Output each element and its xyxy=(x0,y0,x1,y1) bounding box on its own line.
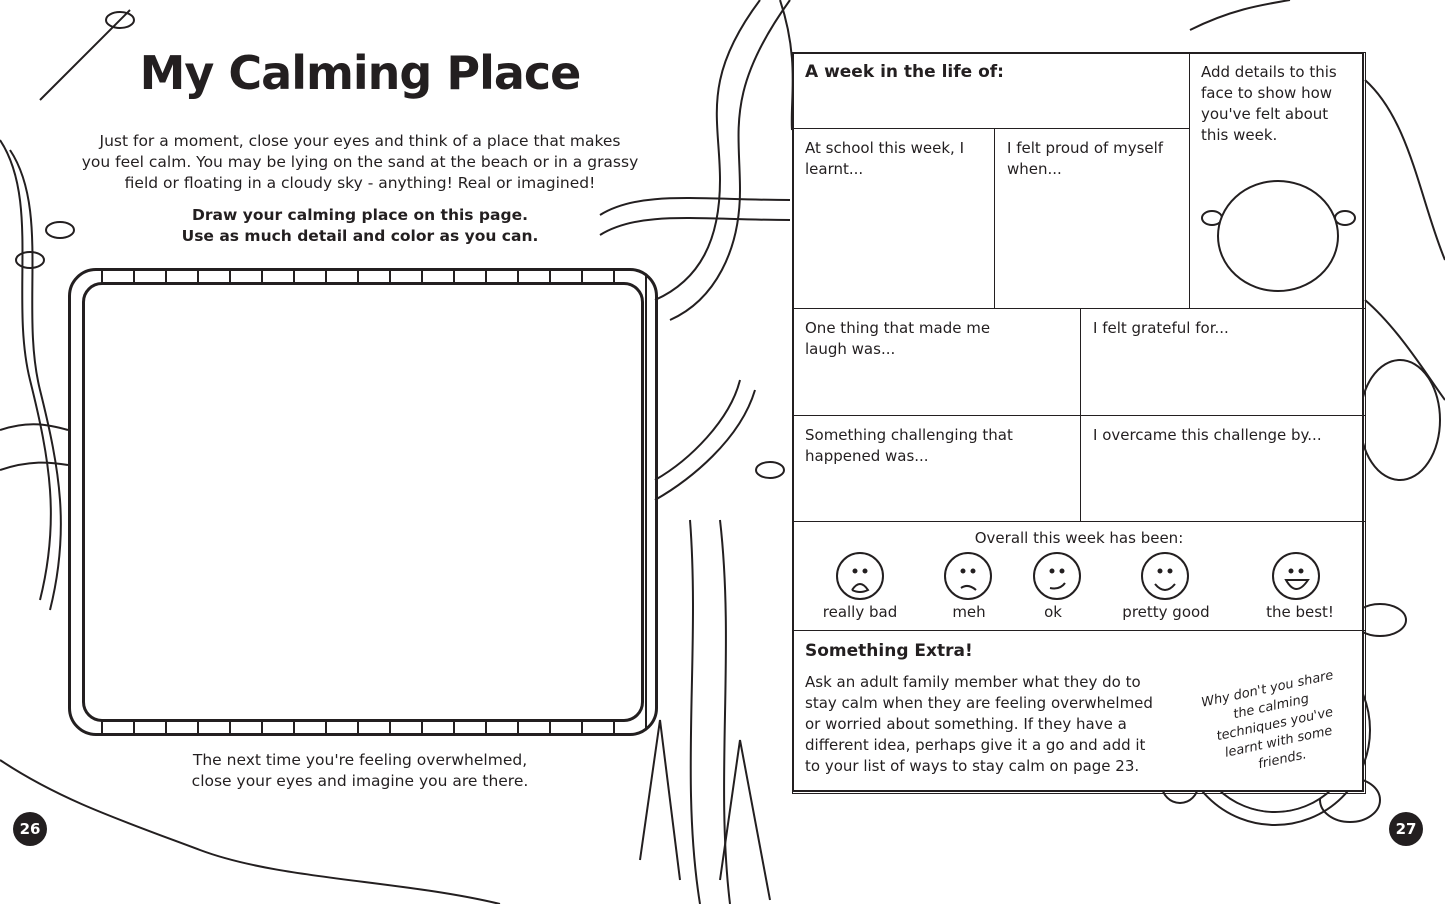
laugh-cell[interactable]: One thing that made me laugh was... xyxy=(792,308,1081,416)
blank-face-icon xyxy=(1201,180,1356,292)
intro-line: field or floating in a cloudy sky - anyt… xyxy=(124,174,596,192)
intro-line: you feel calm. You may be lying on the s… xyxy=(81,153,639,171)
mood-label-really-bad[interactable]: really bad xyxy=(822,603,898,621)
grateful-cell[interactable]: I felt grateful for... xyxy=(1080,308,1366,416)
challenge-cell[interactable]: Something challenging that happened was.… xyxy=(792,415,1081,522)
page-number-right: 27 xyxy=(1389,812,1423,846)
outro-line: close your eyes and imagine you are ther… xyxy=(191,772,529,790)
face-cell[interactable]: Add details to this face to show how you… xyxy=(1189,52,1366,309)
mood-label-ok[interactable]: ok xyxy=(1044,603,1062,621)
page-number-left: 26 xyxy=(13,812,47,846)
page-title: My Calming Place xyxy=(139,46,582,100)
something-extra-cell: Something Extra! Ask an adult family mem… xyxy=(792,630,1366,794)
instruction-line: Use as much detail and color as you can. xyxy=(181,227,539,245)
proud-cell[interactable]: I felt proud of myself when... xyxy=(994,128,1190,309)
outro-text: The next time you're feeling overwhelmed… xyxy=(130,750,590,792)
school-learnt-cell[interactable]: At school this week, I learnt... xyxy=(792,128,995,309)
outro-line: The next time you're feeling overwhelmed… xyxy=(192,751,528,769)
mood-label-meh[interactable]: meh xyxy=(952,603,986,621)
overall-label: Overall this week has been: xyxy=(974,529,1184,547)
mood-label-the-best[interactable]: the best! xyxy=(1266,603,1334,621)
extra-text: Ask an adult family member what they do … xyxy=(805,673,1153,775)
intro-text: Just for a moment, close your eyes and t… xyxy=(70,131,650,194)
overcame-cell[interactable]: I overcame this challenge by... xyxy=(1080,415,1366,522)
header-cell[interactable]: A week in the life of: xyxy=(792,52,1190,129)
drawing-area[interactable] xyxy=(82,282,644,722)
intro-line: Just for a moment, close your eyes and t… xyxy=(99,132,621,150)
instruction-text: Draw your calming place on this page. Us… xyxy=(70,205,650,247)
weekly-journal-form: A week in the life of: Add details to th… xyxy=(792,52,1366,794)
face-prompt: Add details to this face to show how you… xyxy=(1201,63,1337,144)
instruction-line: Draw your calming place on this page. xyxy=(192,206,528,224)
mood-label-pretty-good[interactable]: pretty good xyxy=(1122,603,1210,621)
extra-heading: Something Extra! xyxy=(805,641,973,661)
